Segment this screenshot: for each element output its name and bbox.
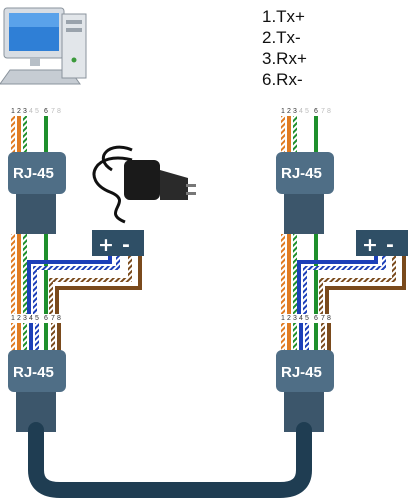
pin-number: 6 xyxy=(314,315,318,322)
connector-label: RJ-45 xyxy=(281,165,322,182)
plus-sign: + xyxy=(362,234,378,256)
pin-number: 8 xyxy=(327,315,331,322)
pin-number: 3 xyxy=(23,108,27,115)
left-bottom-pin-numbers: 1 2 3 4 5 6 7 8 xyxy=(11,315,61,322)
pin-number: 7 xyxy=(51,315,55,322)
pin-number: 4 xyxy=(29,315,33,322)
pin-number: 1 xyxy=(281,315,285,322)
pin-number: 6 xyxy=(44,315,48,322)
pinout-legend: 1.Tx+ 2.Tx- 3.Rx+ 6.Rx- xyxy=(262,6,307,90)
right-power-box: + - xyxy=(356,230,408,256)
pin-number: 3 xyxy=(293,108,297,115)
legend-item: 2.Tx- xyxy=(262,28,301,47)
pin-number: 5 xyxy=(35,108,39,115)
pin-number: 1 xyxy=(281,108,285,115)
pin-number: 3 xyxy=(23,315,27,322)
left-power-box: + - xyxy=(92,230,144,256)
pin-number: 2 xyxy=(287,315,291,322)
pin-number: 6 xyxy=(314,108,318,115)
wire-orange xyxy=(17,116,21,156)
pin-number: 3 xyxy=(293,315,297,322)
left-top-wires xyxy=(11,116,48,156)
pin-number: 8 xyxy=(327,108,331,115)
pin-number: 5 xyxy=(305,315,309,322)
network-cable xyxy=(28,422,312,498)
pin-number: 2 xyxy=(287,108,291,115)
wire-green xyxy=(44,116,48,156)
connector-label: RJ-45 xyxy=(281,364,322,381)
left-middle-wires xyxy=(11,234,142,314)
pin-number: 7 xyxy=(321,108,325,115)
wire-white-green xyxy=(23,116,27,156)
left-top-connector: RJ-45 xyxy=(8,152,66,234)
pin-number: 6 xyxy=(44,108,48,115)
connector-label: RJ-45 xyxy=(13,165,54,182)
right-top-pin-numbers: 1 2 3 4 5 6 7 8 xyxy=(281,108,331,115)
pin-number: 7 xyxy=(321,315,325,322)
right-top-connector: RJ-45 xyxy=(276,152,334,234)
pin-number: 4 xyxy=(299,108,303,115)
legend-item: 1.Tx+ xyxy=(262,7,305,26)
legend-item: 6.Rx- xyxy=(262,70,303,89)
left-bottom-connector: RJ-45 xyxy=(8,350,66,432)
pin-number: 8 xyxy=(57,315,61,322)
minus-sign: - xyxy=(386,234,394,256)
plus-sign: + xyxy=(98,234,114,256)
pin-number: 4 xyxy=(299,315,303,322)
pin-number: 2 xyxy=(17,315,21,322)
pin-number: 8 xyxy=(57,108,61,115)
pin-number: 2 xyxy=(17,108,21,115)
pin-number: 4 xyxy=(29,108,33,115)
minus-sign: - xyxy=(122,234,130,256)
left-top-pin-numbers: 1 2 3 4 5 6 7 8 xyxy=(11,108,61,115)
pin-number: 5 xyxy=(35,315,39,322)
pin-number: 5 xyxy=(305,108,309,115)
left-bottom-wires xyxy=(11,323,61,353)
right-bottom-pin-numbers: 1 2 3 4 5 6 7 8 xyxy=(281,315,331,322)
right-bottom-wires xyxy=(281,323,331,353)
legend-item: 3.Rx+ xyxy=(262,49,307,68)
pin-number: 1 xyxy=(11,108,15,115)
connector-label: RJ-45 xyxy=(13,364,54,381)
right-bottom-connector: RJ-45 xyxy=(276,350,334,432)
right-middle-wires xyxy=(281,234,406,314)
power-adapter-icon xyxy=(92,145,196,224)
pin-number: 7 xyxy=(51,108,55,115)
right-top-wires xyxy=(281,116,318,156)
pin-number: 1 xyxy=(11,315,15,322)
wire-white-orange xyxy=(11,116,15,156)
computer-icon xyxy=(0,7,87,85)
